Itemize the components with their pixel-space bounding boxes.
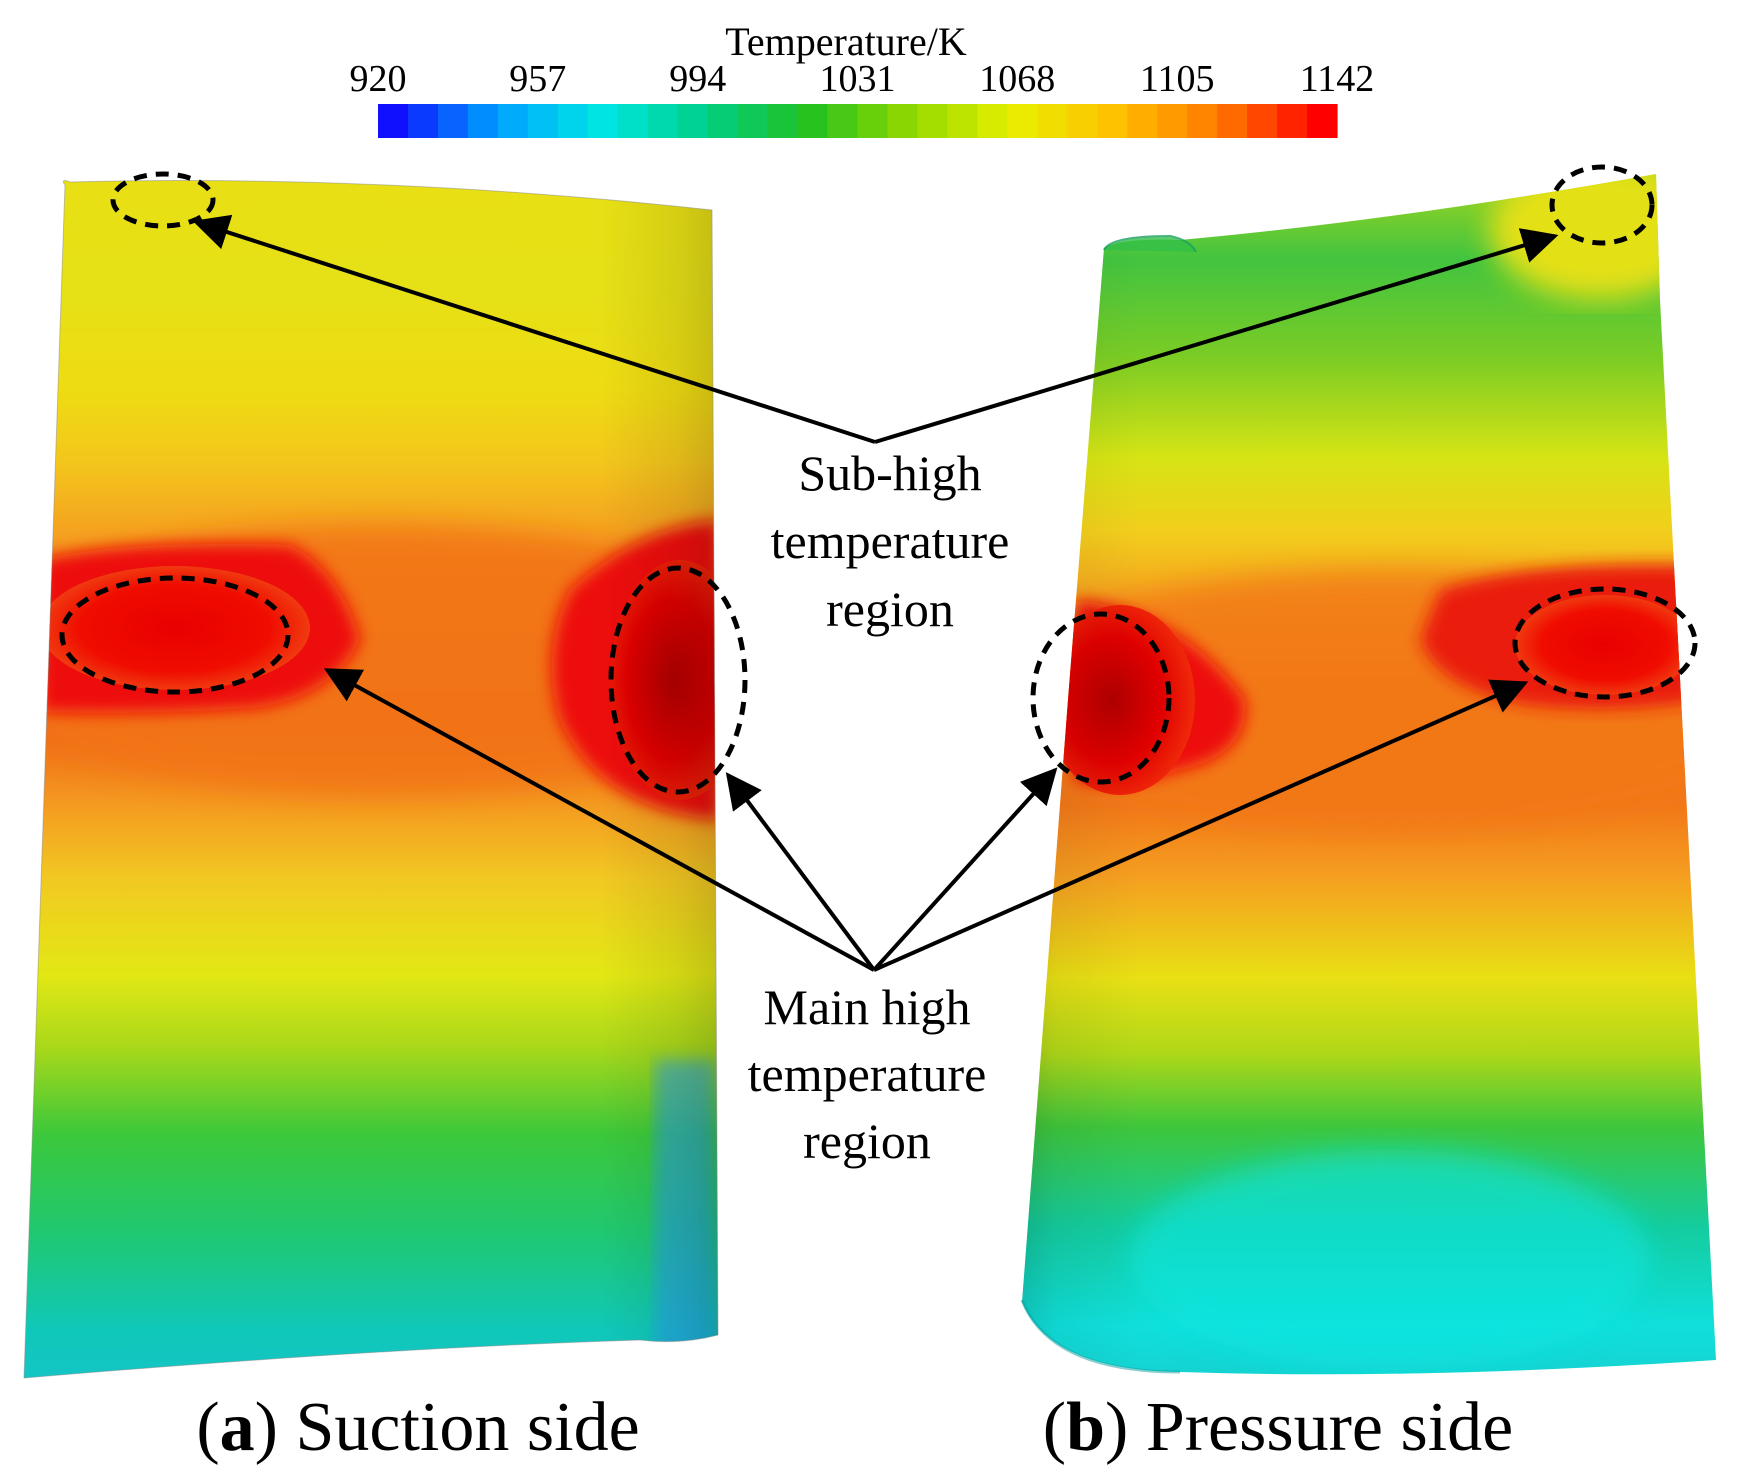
colorbar-swatch <box>1007 104 1038 138</box>
colorbar-swatch <box>557 104 589 138</box>
colorbar-swatch <box>797 104 829 138</box>
colorbar-swatch <box>677 104 709 138</box>
colorbar-swatch <box>1247 104 1278 138</box>
colorbar-swatch <box>887 104 919 138</box>
arrow-main-high-suction-left <box>323 668 875 972</box>
main-high-line-3: region <box>803 1113 931 1169</box>
arrow-sub-high-pressure <box>874 228 1559 444</box>
pressure-side-blade <box>1020 174 1716 1375</box>
colorbar-swatch <box>917 104 949 138</box>
main-high-line-2: temperature <box>748 1046 987 1102</box>
colorbar-swatch <box>617 104 649 138</box>
colorbar-tick-label: 994 <box>669 58 726 100</box>
arrow-main-high-suction-right <box>725 772 876 972</box>
caption-a: (a) Suction side <box>196 1389 639 1466</box>
main-high-label: Main high temperature region <box>748 979 987 1169</box>
colorbar-swatch <box>647 104 679 138</box>
colorbar: Temperature/K 920 957 994 1031 1068 1105 1142 <box>350 19 1375 138</box>
sub-high-label: Sub-high temperature region <box>771 445 1010 637</box>
colorbar-swatch <box>1037 104 1068 138</box>
colorbar-swatch <box>1217 104 1248 138</box>
sub-high-line-2: temperature <box>771 513 1010 569</box>
colorbar-swatch <box>857 104 889 138</box>
colorbar-swatch <box>1307 104 1338 138</box>
arrow-sub-high-suction <box>192 214 876 444</box>
suction-main-high-marker-right <box>608 565 748 795</box>
colorbar-tick-labels: 920 957 994 1031 1068 1105 1142 <box>350 58 1375 100</box>
pressure-main-high-marker-right <box>1512 586 1698 700</box>
arrow-main-high-pressure-left <box>872 767 1058 972</box>
colorbar-swatch <box>407 104 439 138</box>
colorbar-title: Temperature/K <box>725 19 967 64</box>
caption-b-letter: b <box>1066 1389 1105 1466</box>
colorbar-swatch <box>1097 104 1128 138</box>
colorbar-swatch <box>707 104 739 138</box>
colorbar-swatch <box>977 104 1008 138</box>
colorbar-swatch <box>378 104 409 138</box>
colorbar-tick-label: 1068 <box>979 58 1055 100</box>
colorbar-swatches <box>378 104 1338 138</box>
colorbar-swatch <box>467 104 499 138</box>
colorbar-swatch <box>527 104 559 138</box>
caption-a-text: Suction side <box>278 1389 640 1466</box>
suction-sub-high-marker <box>110 171 216 229</box>
sub-high-line-1: Sub-high <box>798 445 981 501</box>
suction-main-high-marker-left <box>59 575 291 695</box>
colorbar-swatch <box>1067 104 1098 138</box>
colorbar-swatch <box>1157 104 1188 138</box>
colorbar-swatch <box>1187 104 1218 138</box>
caption-b-text: Pressure side <box>1128 1389 1513 1466</box>
dashed-region-markers <box>59 164 1698 795</box>
arrow-main-high-pressure-right <box>873 679 1529 972</box>
pressure-main-high-marker-left <box>1030 611 1172 785</box>
colorbar-tick-label: 1142 <box>1300 58 1375 100</box>
colorbar-swatch <box>737 104 769 138</box>
caption-a-letter: a <box>220 1389 255 1466</box>
colorbar-swatch <box>947 104 978 138</box>
colorbar-swatch <box>1277 104 1308 138</box>
colorbar-swatch <box>767 104 799 138</box>
colorbar-swatch <box>437 104 469 138</box>
colorbar-tick-label: 1105 <box>1140 58 1215 100</box>
sub-high-line-3: region <box>826 581 954 637</box>
annotation-arrows <box>192 214 1559 972</box>
colorbar-swatch <box>1127 104 1158 138</box>
colorbar-tick-label: 1031 <box>820 58 896 100</box>
colorbar-swatch <box>587 104 619 138</box>
colorbar-tick-label: 920 <box>350 58 407 100</box>
main-high-line-1: Main high <box>764 979 971 1035</box>
colorbar-swatch <box>497 104 529 138</box>
pressure-sub-high-marker <box>1549 164 1655 246</box>
colorbar-swatch <box>827 104 859 138</box>
suction-side-blade <box>23 180 719 1379</box>
caption-b: (b) Pressure side <box>1043 1389 1514 1466</box>
colorbar-tick-label: 957 <box>509 58 566 100</box>
